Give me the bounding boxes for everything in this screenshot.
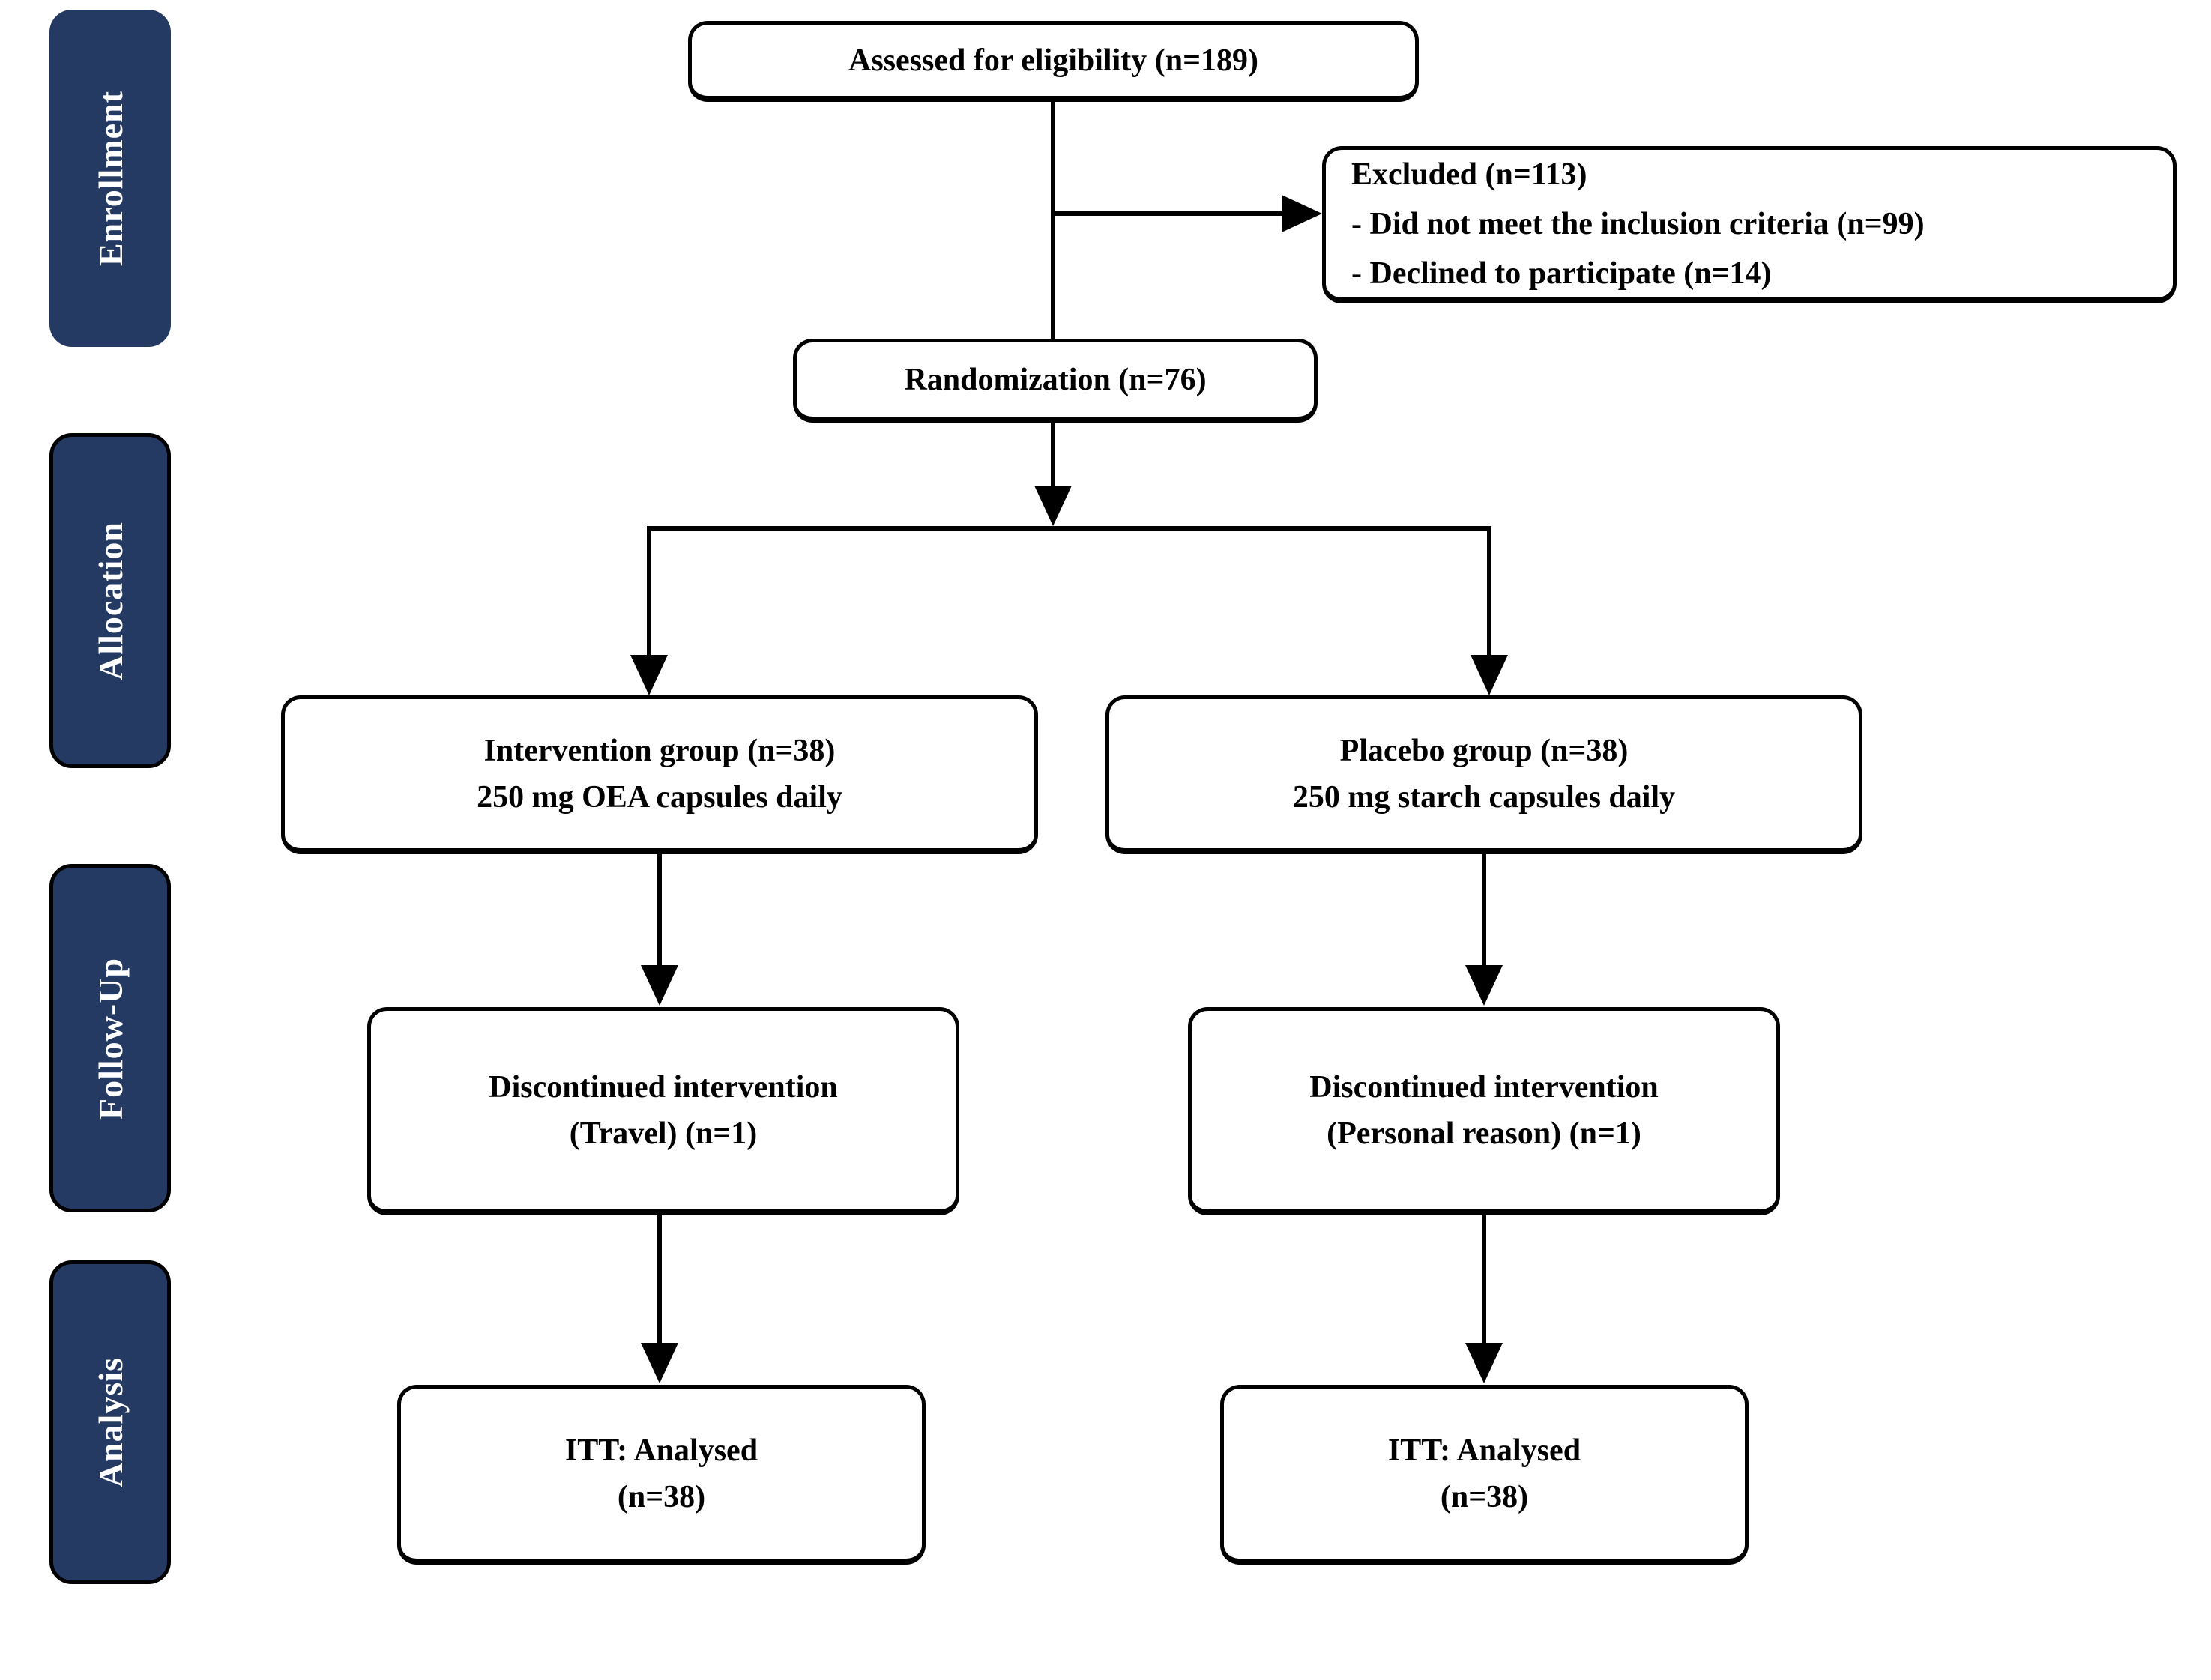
connector-intervention-to-discontinued (657, 853, 662, 968)
box-discontinued-placebo-line-2: (Personal reason) (n=1) (1327, 1116, 1641, 1151)
stage-allocation: Allocation (49, 433, 171, 768)
arrowhead-into-discontinued-right-icon (1465, 965, 1503, 1006)
connector-assessed-to-randomization (1051, 100, 1055, 340)
box-excluded-reason-2: - Declined to participate (n=14) (1351, 256, 1772, 291)
stage-enrollment: Enrollment (49, 10, 171, 347)
arrowhead-into-itt-right-icon (1465, 1343, 1503, 1383)
box-excluded-title: Excluded (n=113) (1351, 157, 1587, 192)
box-excluded: Excluded (n=113) - Did not meet the incl… (1322, 146, 2177, 303)
box-randomization: Randomization (n=76) (793, 339, 1318, 423)
box-intervention-line-1: Intervention group (n=38) (483, 733, 836, 768)
stage-enrollment-label: Enrollment (91, 90, 130, 267)
box-discontinued-placebo: Discontinued intervention (Personal reas… (1188, 1007, 1780, 1215)
box-excluded-reason-1: - Did not meet the inclusion criteria (n… (1351, 206, 1925, 241)
connector-branch-to-excluded (1053, 211, 1282, 216)
box-placebo-line-1: Placebo group (n=38) (1339, 733, 1629, 768)
box-discontinued-intervention: Discontinued intervention (Travel) (n=1) (367, 1007, 959, 1215)
box-placebo-line-2: 250 mg starch capsules daily (1292, 779, 1676, 815)
arrowhead-into-placebo-icon (1471, 655, 1508, 695)
stage-follow-up-label: Follow-Up (91, 957, 130, 1120)
box-assessed-line-1: Assessed for eligibility (n=189) (848, 43, 1258, 78)
stage-analysis-label: Analysis (91, 1356, 130, 1488)
arrowhead-into-discontinued-left-icon (641, 965, 678, 1006)
connector-split-horizontal (647, 526, 1491, 531)
box-assessed-eligibility: Assessed for eligibility (n=189) (688, 21, 1419, 102)
box-discontinued-placebo-line-1: Discontinued intervention (1309, 1069, 1659, 1105)
connector-discontinued-to-itt-right (1482, 1214, 1486, 1346)
arrowhead-into-itt-left-icon (641, 1343, 678, 1383)
box-intervention-group: Intervention group (n=38) 250 mg OEA cap… (281, 695, 1038, 854)
box-itt-analysed-intervention: ITT: Analysed (n=38) (397, 1385, 926, 1565)
box-discontinued-intervention-line-2: (Travel) (n=1) (569, 1116, 758, 1151)
connector-placebo-to-discontinued (1482, 853, 1486, 968)
stage-follow-up: Follow-Up (49, 864, 171, 1212)
box-randomization-line-1: Randomization (n=76) (904, 362, 1207, 397)
arrowhead-split-icon (1034, 486, 1072, 526)
connector-randomization-to-split (1051, 421, 1055, 489)
box-intervention-line-2: 250 mg OEA capsules daily (477, 779, 842, 815)
stage-allocation-label: Allocation (91, 521, 130, 680)
connector-split-to-intervention (647, 526, 651, 658)
box-itt-analysed-placebo: ITT: Analysed (n=38) (1220, 1385, 1749, 1565)
connector-split-to-placebo (1487, 526, 1491, 658)
box-itt-intervention-line-2: (n=38) (617, 1479, 706, 1514)
box-discontinued-intervention-line-1: Discontinued intervention (489, 1069, 838, 1105)
stage-analysis: Analysis (49, 1260, 171, 1584)
arrowhead-into-intervention-icon (630, 655, 668, 695)
box-itt-intervention-line-1: ITT: Analysed (564, 1433, 758, 1468)
connector-discontinued-to-itt-left (657, 1214, 662, 1346)
box-itt-placebo-line-2: (n=38) (1440, 1479, 1529, 1514)
arrowhead-into-excluded-icon (1282, 195, 1322, 232)
box-itt-placebo-line-1: ITT: Analysed (1387, 1433, 1581, 1468)
box-placebo-group: Placebo group (n=38) 250 mg starch capsu… (1106, 695, 1862, 854)
